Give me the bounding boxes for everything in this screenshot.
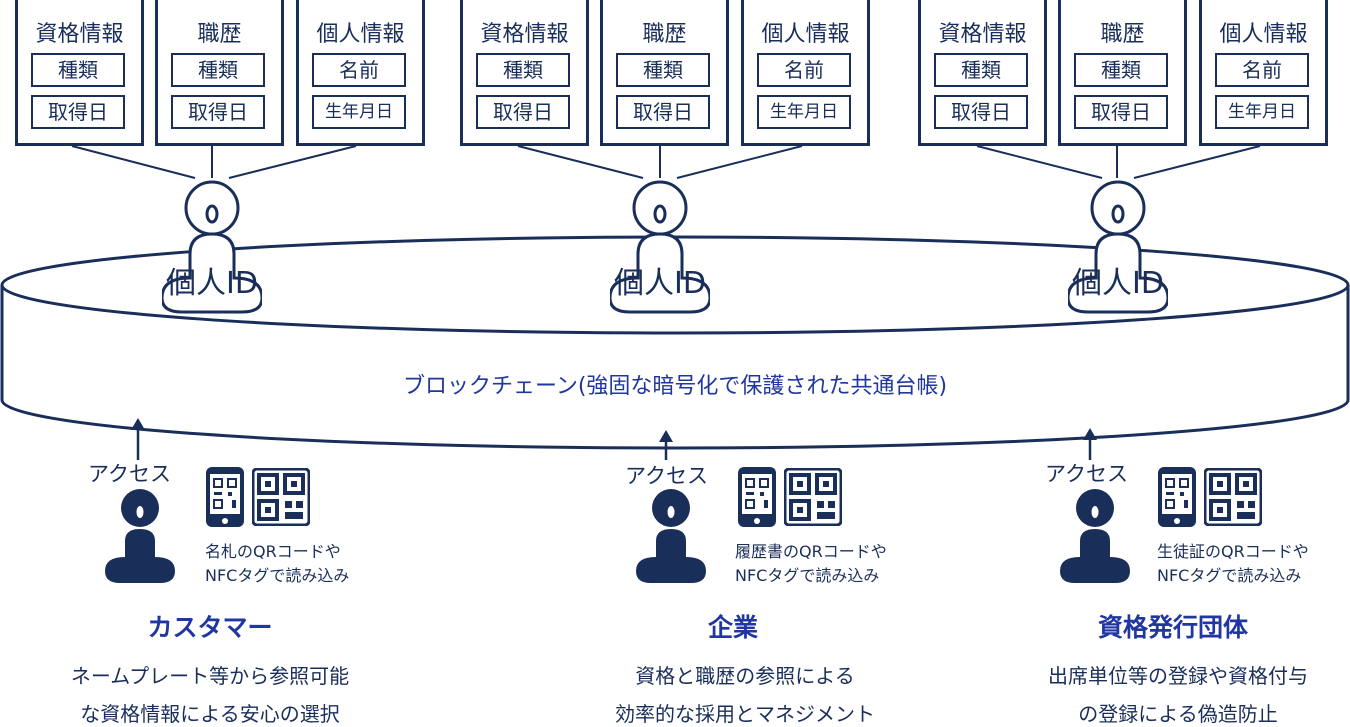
person-icon — [636, 489, 706, 583]
read-note: NFCタグで読み込み — [1157, 566, 1302, 585]
info-card: 職歴種類取得日 — [1058, 0, 1187, 146]
access-label: アクセス — [625, 464, 708, 488]
info-card-field: 種類 — [1074, 53, 1168, 87]
person-group-3: 個人ID — [1066, 178, 1170, 318]
info-card-field: 生年月日 — [757, 95, 851, 129]
role-title: 資格発行団体 — [1097, 613, 1248, 642]
read-note: NFCタグで読み込み — [735, 566, 880, 585]
info-card-title: 資格情報 — [480, 22, 569, 47]
info-card-field: 名前 — [1215, 53, 1309, 87]
info-card-title: 職歴 — [1100, 22, 1145, 47]
info-card: 資格情報種類取得日 — [918, 0, 1047, 146]
info-card-field: 種類 — [31, 53, 125, 87]
blockchain-label: ブロックチェーン(強固な暗号化で保護された共通台帳) — [402, 374, 948, 399]
role-description: ネームプレート等から参照可能 — [70, 664, 350, 688]
qr-code-icon — [784, 468, 842, 526]
info-card-field: 取得日 — [31, 95, 125, 129]
info-card: 個人情報名前生年月日 — [741, 0, 870, 146]
access-label: アクセス — [88, 462, 171, 486]
info-card-field: 取得日 — [934, 95, 1028, 129]
access-label: アクセス — [1045, 462, 1128, 486]
read-note: 名札のQRコードや — [205, 542, 341, 561]
info-card: 職歴種類取得日 — [600, 0, 729, 146]
person-icon — [1060, 489, 1130, 583]
info-card-title: 職歴 — [642, 22, 687, 47]
person-group-2: 個人ID — [608, 178, 712, 318]
info-card: 資格情報種類取得日 — [460, 0, 589, 146]
role-description: 資格と職歴の参照による — [635, 664, 855, 688]
info-card-title: 資格情報 — [938, 22, 1027, 47]
info-card-field: 名前 — [312, 53, 406, 87]
info-card-field: 生年月日 — [312, 95, 406, 129]
qr-code-icon — [252, 468, 310, 526]
read-note: 生徒証のQRコードや — [1157, 542, 1309, 561]
person-icon — [105, 489, 175, 583]
info-card: 資格情報種類取得日 — [15, 0, 144, 146]
info-card-title: 個人情報 — [761, 22, 850, 47]
read-note: NFCタグで読み込み — [205, 566, 350, 585]
info-card-field: 取得日 — [171, 95, 265, 129]
info-card-field: 名前 — [757, 53, 851, 87]
person-group-1: 個人ID — [160, 178, 264, 318]
person-id-label: 個人ID — [1072, 266, 1164, 301]
info-card: 個人情報名前生年月日 — [1199, 0, 1328, 146]
smartphone-icon — [738, 467, 776, 527]
info-card-field: 取得日 — [1074, 95, 1168, 129]
info-card-title: 個人情報 — [316, 22, 405, 47]
role-description: の登録による偽造防止 — [1078, 702, 1278, 726]
role-title: カスタマー — [147, 613, 273, 642]
smartphone-icon — [206, 467, 244, 527]
qr-code-icon — [1204, 468, 1262, 526]
info-card-field: 取得日 — [616, 95, 710, 129]
person-id-label: 個人ID — [166, 266, 258, 301]
info-card-title: 職歴 — [197, 22, 242, 47]
info-card-title: 個人情報 — [1219, 22, 1308, 47]
role-description: な資格情報による安心の選択 — [80, 702, 340, 726]
role-description: 効率的な採用とマネジメント — [615, 702, 875, 726]
info-card-field: 種類 — [934, 53, 1028, 87]
info-card-field: 種類 — [476, 53, 570, 87]
info-card-field: 種類 — [616, 53, 710, 87]
person-id-label: 個人ID — [614, 266, 706, 301]
role-description: 出席単位等の登録や資格付与 — [1048, 664, 1308, 688]
info-card: 個人情報名前生年月日 — [296, 0, 425, 146]
info-card-field: 取得日 — [476, 95, 570, 129]
info-card-title: 資格情報 — [35, 22, 124, 47]
info-card: 職歴種類取得日 — [155, 0, 284, 146]
smartphone-icon — [1158, 467, 1196, 527]
read-note: 履歴書のQRコードや — [735, 542, 887, 561]
info-card-field: 生年月日 — [1215, 95, 1309, 129]
info-card-field: 種類 — [171, 53, 265, 87]
role-title: 企業 — [707, 613, 758, 642]
